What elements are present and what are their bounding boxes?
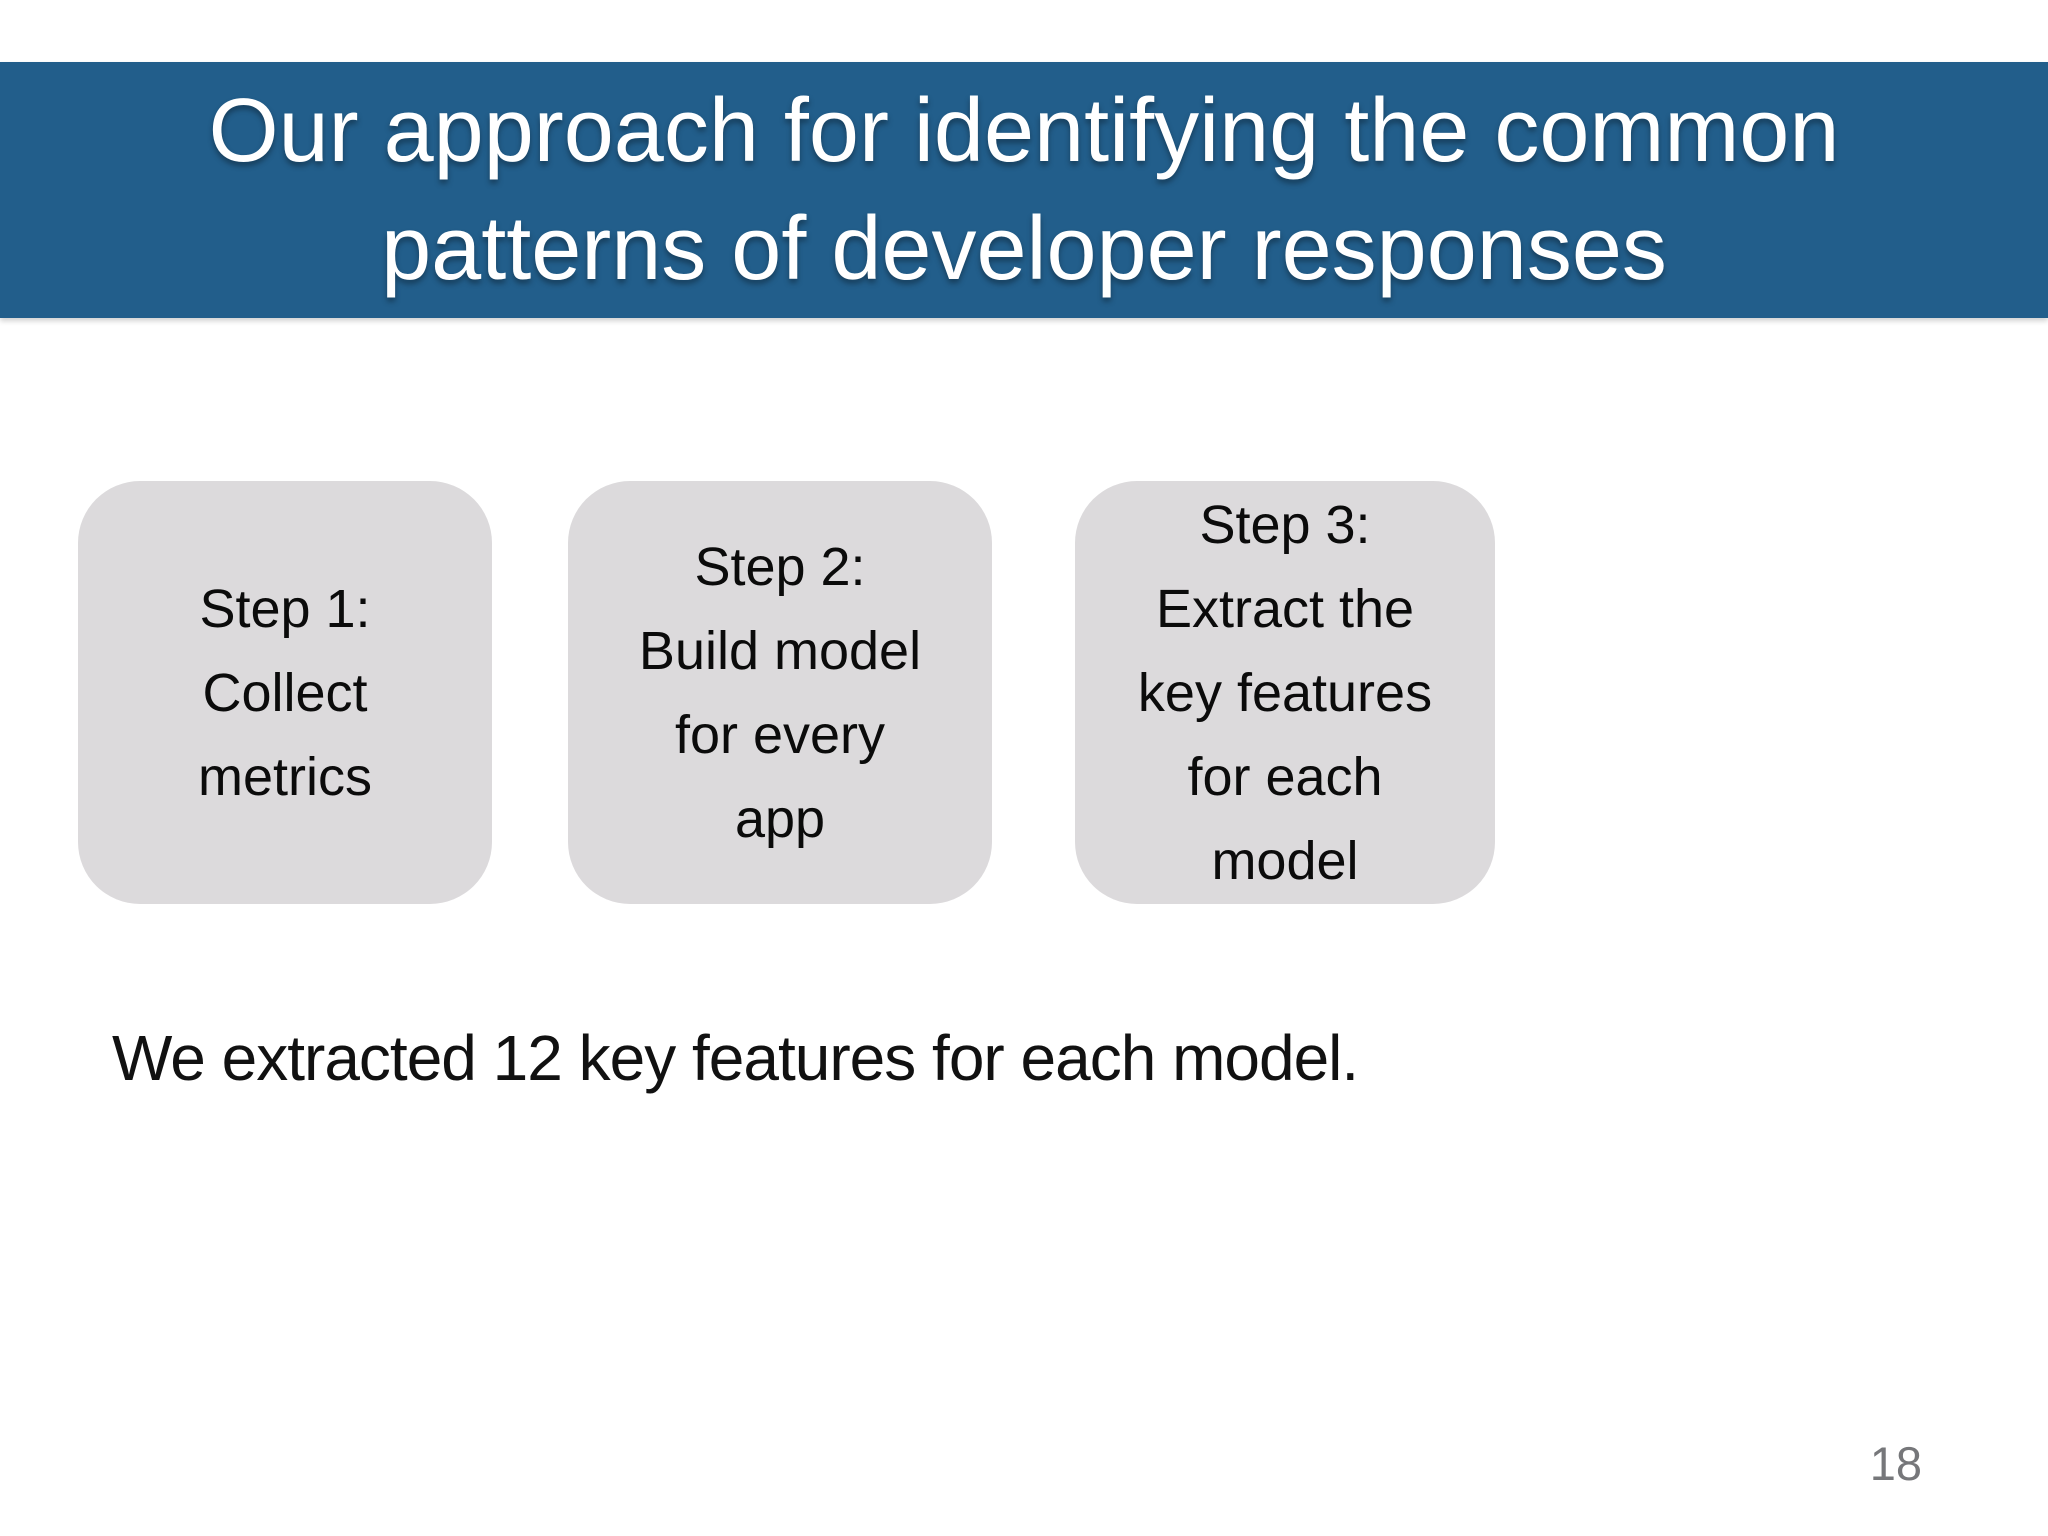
step-box-2: Step 2: Build model for every app: [568, 481, 992, 904]
step-box-3: Step 3: Extract the key features for eac…: [1075, 481, 1495, 904]
slide-title-line-1: Our approach for identifying the common: [208, 81, 1840, 181]
step-3-label: Step 3: Extract the key features for eac…: [1137, 494, 1433, 891]
slide-title-bar: Our approach for identifying the common …: [0, 62, 2048, 318]
page-number: 18: [1869, 1437, 1922, 1490]
step-2-label: Step 2: Build model for every app: [638, 536, 922, 849]
slide-title-line-2: patterns of developer responses: [381, 199, 1667, 299]
step-1-label: Step 1: Collect metrics: [198, 578, 372, 807]
step-box-1: Step 1: Collect metrics: [78, 481, 492, 904]
body-sentence: We extracted 12 key features for each mo…: [112, 1022, 1359, 1094]
